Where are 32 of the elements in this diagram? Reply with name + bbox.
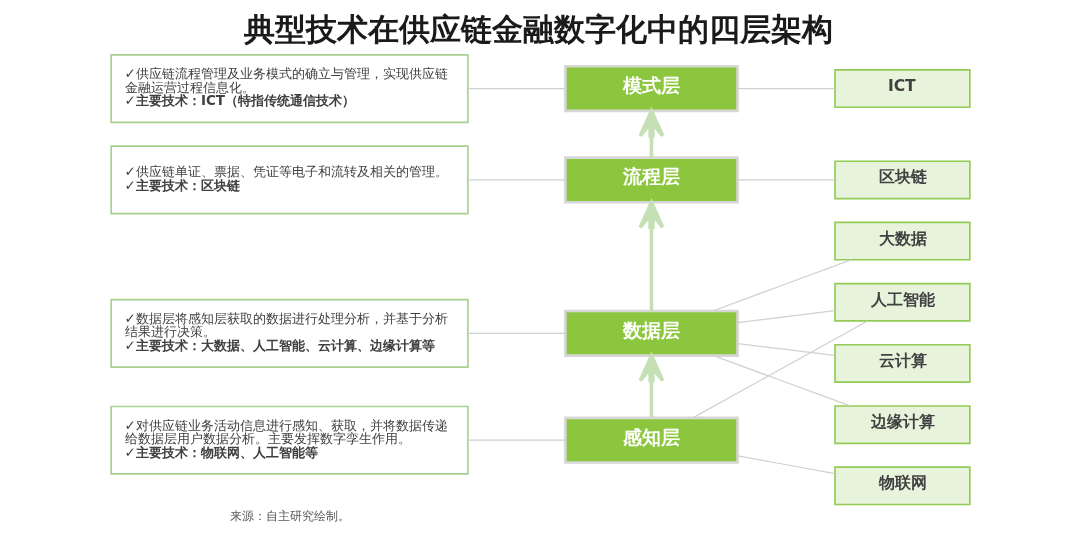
node-box: ICT [833, 69, 971, 109]
connector [711, 259, 852, 312]
node-box: 数据层 [563, 309, 739, 357]
connector [736, 455, 835, 475]
arrow [637, 109, 664, 158]
node-box: 流程层 [563, 156, 739, 204]
connector [736, 179, 835, 181]
node-box: 人工智能 [833, 282, 971, 322]
connector [691, 320, 868, 419]
node-box: 大数据 [833, 221, 971, 261]
node-box: ✓供应链流程管理及业务模式的确立与管理，实现供应链金融运营过程信息化。 ✓主要技术：ICT（特指传统通信技术） [109, 54, 469, 124]
node-box: ✓数据层将感知层获取的数据进行处理分析，并基于分析结果进行决策。 ✓主要技术：大数据、人工智能、云计算、边缘计算等 [109, 298, 469, 368]
connector [467, 88, 566, 90]
arrow [637, 353, 664, 418]
connector [736, 343, 835, 356]
connector [467, 332, 566, 334]
connector [712, 355, 851, 407]
connector [736, 310, 835, 324]
diagram-title: 典型技术在供应链金融数字化中的四层架构 [243, 11, 833, 48]
node-box: ✓供应链单证、票据、凭证等电子和流转及相关的管理。 ✓主要技术：区块链 [109, 145, 469, 215]
node-box: 模式层 [563, 65, 739, 113]
node-box: 物联网 [833, 466, 971, 506]
node-box: 感知层 [563, 416, 739, 464]
node-box: 边缘计算 [833, 405, 971, 445]
connector [736, 88, 835, 90]
label: 来源：自主研究绘制。 [229, 508, 350, 524]
connector [467, 179, 566, 181]
node-box: 云计算 [833, 343, 971, 383]
node-box: ✓对供应链业务活动信息进行感知、获取，并将数据传递给数据层用户数据分析。主要发挥数字孪生作用。 ✓主要技术：物联网、人工智能等 [109, 405, 469, 475]
connector [467, 439, 566, 441]
arrow [637, 200, 664, 311]
node-box: 区块链 [833, 160, 971, 200]
